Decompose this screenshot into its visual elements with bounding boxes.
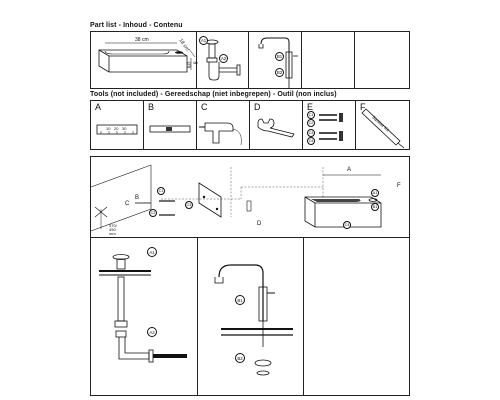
install-height-note: 370/: [109, 223, 117, 228]
part-list-grid: 38 cm 18 cm 8 cm A1 A2 B1 B2: [90, 31, 410, 89]
basin-illustration: [98, 42, 196, 73]
tap-assembly-diagram: [214, 264, 293, 376]
installation-panel: A B C D F C1 C2 C3 C4 A1 B1 370/ 450 mm …: [90, 156, 410, 396]
waste-assembly-diagram: [99, 254, 187, 363]
tap-illustration: [258, 37, 298, 88]
tool-letter-a: A: [95, 102, 102, 112]
install-callout-b1: B1: [371, 203, 379, 211]
callout-tool-c4: C4: [307, 137, 315, 145]
callout-a2: A2: [219, 54, 228, 63]
install-letter-f: F: [397, 183, 401, 189]
install-letter-c: C: [125, 201, 130, 207]
waste-callout-a1: A1: [147, 247, 157, 257]
panel-divider-horizontal: [91, 237, 409, 238]
tools-grid: A 10 20 30 B C D E: [90, 100, 410, 150]
tool-cell-d: D: [250, 101, 303, 149]
part-cell-empty-2: [355, 32, 409, 88]
ruler-mark-20: 20: [114, 126, 119, 131]
plugs-screws-icon: [319, 113, 343, 141]
tool-letter-c: C: [201, 102, 208, 112]
callout-b1: B1: [275, 52, 284, 61]
ruler-mark-10: 10: [106, 126, 111, 131]
waste-callout-a2: A2: [147, 327, 157, 337]
install-callout-c1: C1: [157, 187, 165, 195]
install-callout-c4: C4: [343, 221, 351, 229]
part-cell-waste: A1 A2: [197, 32, 249, 88]
tool-cell-c: C: [197, 101, 250, 149]
tap-callout-b2: B2: [235, 353, 245, 363]
wrench-icon: [257, 118, 295, 138]
waste-kit-illustration: [205, 39, 241, 81]
panel-divider-vertical-1: [197, 237, 198, 395]
ruler-icon: [96, 124, 138, 135]
install-callout-a1: A1: [371, 189, 379, 197]
sealant-tube-icon: [361, 108, 405, 149]
tool-cell-a: A 10 20 30: [91, 101, 144, 149]
part-cell-tap: B1 B2: [249, 32, 302, 88]
part-list-title: Part list - Inhoud - Contenu: [90, 22, 183, 29]
part-cell-empty-1: [302, 32, 355, 88]
tool-cell-b: B: [144, 101, 197, 149]
tool-letter-f: F: [360, 102, 366, 112]
drill-icon: [199, 122, 242, 146]
install-height-sub: 450: [109, 227, 116, 232]
callout-a1: A1: [199, 36, 208, 45]
install-callout-c3: C3: [185, 201, 193, 209]
tool-cell-e: E C1 C2 C3 C4: [303, 101, 356, 149]
tool-letter-e: E: [307, 102, 314, 112]
install-letter-d: D: [257, 221, 262, 227]
panel-divider-vertical-2: [303, 237, 304, 395]
install-height-unit: mm: [109, 231, 116, 236]
callout-b2: B2: [275, 68, 284, 77]
callout-tool-c2: C2: [307, 119, 315, 127]
callout-tool-c3: C3: [307, 129, 315, 137]
install-letter-a: A: [347, 167, 352, 173]
tool-cell-f: F Sanitair Kit: [356, 101, 409, 149]
part-cell-basin: 38 cm 18 cm 8 cm: [91, 32, 198, 88]
tool-letter-b: B: [148, 102, 155, 112]
basin-height-label: 8 cm: [185, 61, 198, 69]
tool-letter-d: D: [254, 102, 261, 112]
tap-callout-b1: B1: [235, 295, 245, 305]
ruler-mark-30: 30: [122, 126, 127, 131]
tools-title: Tools (not included) - Gereedschap (niet…: [90, 91, 337, 98]
callout-tool-c1: C1: [307, 111, 315, 119]
install-callout-c2: C2: [149, 209, 157, 217]
installation-diagram: [90, 164, 382, 232]
level-icon: [149, 125, 191, 133]
basin-width-label: 38 cm: [135, 37, 149, 43]
install-letter-b: B: [135, 195, 140, 201]
